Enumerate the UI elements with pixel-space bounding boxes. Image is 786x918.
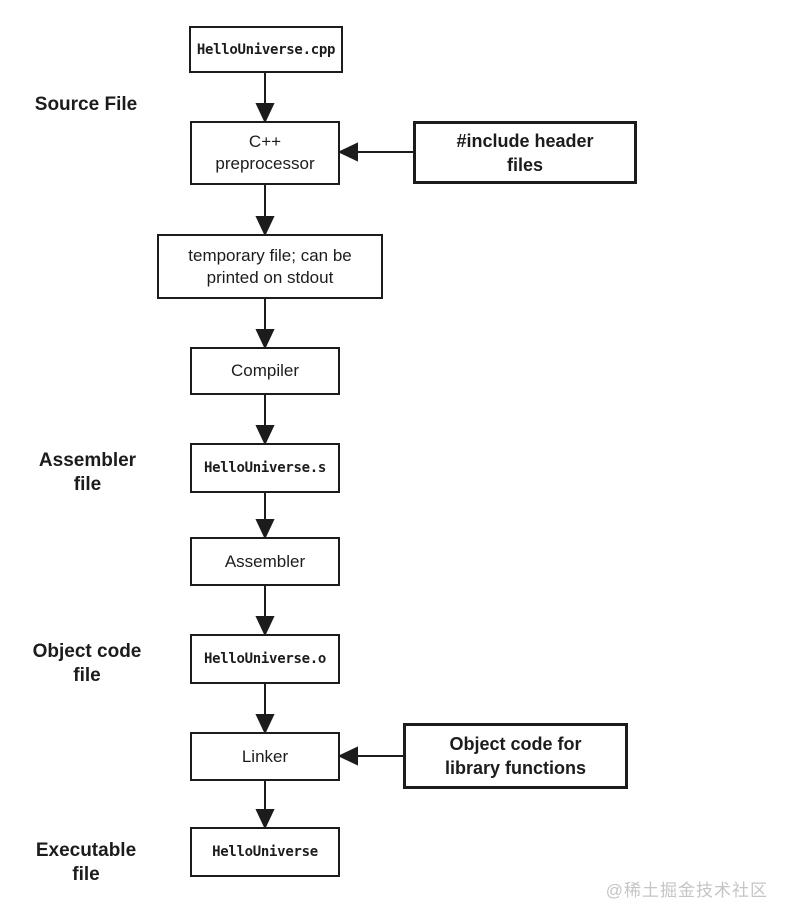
arrow-compiler-to-assemblerfile [255,395,275,446]
node-include-header-files: #include header files [413,121,637,184]
stage-label-assembler-file: Assembler file [38,450,137,495]
node-executable-file: HelloUniverse [190,827,340,877]
arrow-tempfile-to-compiler [255,299,275,350]
arrow-assemblerfile-to-assembler [255,493,275,540]
watermark: @稀土掘金技术社区 [605,881,768,900]
arrow-include-to-preprocessor [337,142,413,162]
node-assembler: Assembler [190,537,340,586]
node-source-file: HelloUniverse.cpp [189,26,343,73]
arrow-assembler-to-objectfile [255,586,275,637]
node-linker: Linker [190,732,340,781]
arrow-source-to-preprocessor [255,73,275,124]
node-library-object-code: Object code for library functions [403,723,628,789]
arrow-libfuncs-to-linker [337,746,403,766]
node-cpp-preprocessor: C++ preprocessor [190,121,340,185]
node-temporary-file: temporary file; can be printed on stdout [157,234,383,299]
arrow-objectfile-to-linker [255,684,275,735]
node-object-file: HelloUniverse.o [190,634,340,684]
node-compiler: Compiler [190,347,340,395]
node-assembler-file: HelloUniverse.s [190,443,340,493]
stage-label-source-file: Source File [34,94,138,115]
stage-label-executable-file: Executable file [35,840,137,885]
stage-label-object-code-file: Object code file [32,641,142,686]
arrow-preprocessor-to-tempfile [255,185,275,237]
arrow-linker-to-executable [255,781,275,830]
